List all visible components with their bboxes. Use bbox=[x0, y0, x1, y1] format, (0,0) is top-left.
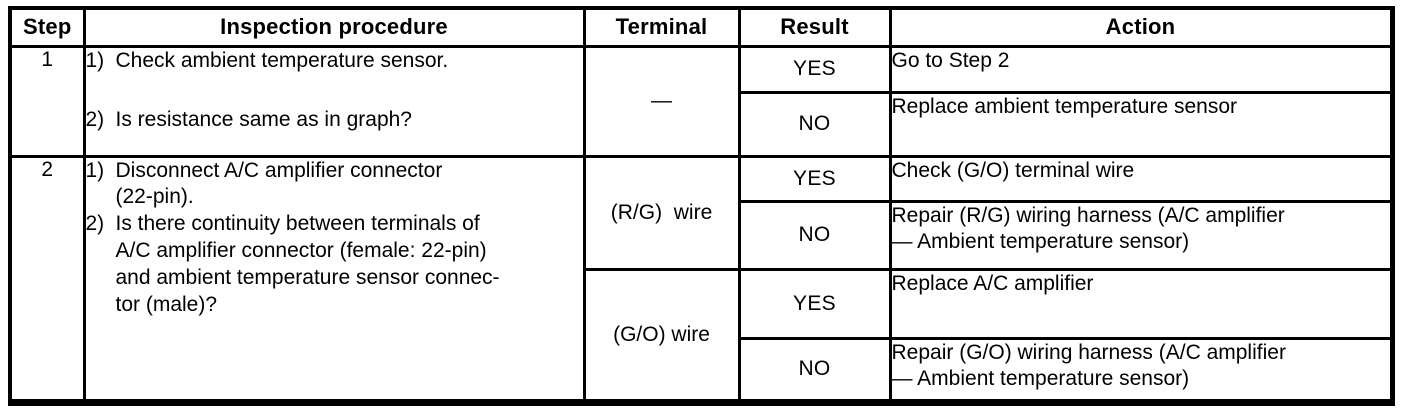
terminal-cell: (G/O) wire bbox=[582, 267, 741, 404]
result-cell: NO bbox=[737, 90, 892, 158]
procedure-item: 1) Check ambient temperature sensor. bbox=[85, 48, 581, 74]
inspection-procedure-cell: 1) Disconnect A/C amplifier connector (2… bbox=[82, 154, 586, 404]
procedure-item-marker: 2) bbox=[85, 212, 105, 236]
step-number-cell: 2 bbox=[8, 154, 86, 404]
result-cell: NO bbox=[737, 336, 892, 404]
step-number-cell: 1 bbox=[8, 44, 86, 158]
action-cell: Go to Step 2 bbox=[888, 44, 1394, 94]
terminal-cell: (R/G) wire bbox=[582, 154, 741, 271]
table-row: 1 1) Check ambient temperature sensor. 2… bbox=[8, 44, 1394, 158]
action-cell: Check (G/O) terminal wire bbox=[888, 154, 1394, 203]
procedure-item-text: Is resistance same as in graph? bbox=[115, 108, 412, 132]
action-cell: Repair (R/G) wiring harness (A/C amplifi… bbox=[888, 199, 1394, 271]
result-cell: NO bbox=[737, 199, 892, 271]
header-inspection-procedure: Inspection procedure bbox=[82, 6, 586, 48]
action-cell: Replace ambient temperature sensor bbox=[888, 90, 1394, 158]
table-row: NO Replace ambient temperature sensor bbox=[10, 90, 1394, 158]
result-cell: YES bbox=[737, 154, 892, 203]
procedure-item-text: Is there continuity between terminals of… bbox=[115, 212, 500, 316]
inspection-procedure-cell: 1) Check ambient temperature sensor. 2) … bbox=[82, 44, 586, 158]
header-terminal: Terminal bbox=[582, 6, 741, 48]
result-cell: YES bbox=[737, 267, 892, 340]
procedure-item-text: Check ambient temperature sensor. bbox=[115, 48, 449, 72]
table-row: (G/O) wire YES Replace A/C amplifier bbox=[10, 267, 1394, 404]
table-row: 2 1) Disconnect A/C amplifier connector … bbox=[8, 154, 1394, 404]
procedure-item: 2) Is there continuity between terminals… bbox=[85, 211, 581, 319]
header-row: Step Inspection procedure Terminal Resul… bbox=[8, 6, 1394, 48]
table-row: NO Repair (R/G) wiring harness (A/C ampl… bbox=[10, 199, 1394, 271]
procedure-item: 2) Is resistance same as in graph? bbox=[85, 107, 581, 134]
header-step: Step bbox=[8, 6, 86, 48]
action-cell: Replace A/C amplifier bbox=[888, 267, 1394, 340]
procedure-item: 1) Disconnect A/C amplifier connector (2… bbox=[85, 158, 581, 211]
table-row: NO Repair (G/O) wiring harness (A/C ampl… bbox=[10, 336, 1394, 404]
procedure-item-text: Disconnect A/C amplifier connector (22-p… bbox=[115, 158, 443, 209]
procedure-item-marker: 1) bbox=[85, 158, 105, 182]
header-action: Action bbox=[888, 6, 1394, 48]
header-result: Result bbox=[737, 6, 892, 48]
result-cell: YES bbox=[737, 44, 892, 94]
procedure-item-marker: 1) bbox=[85, 48, 105, 72]
action-cell: Repair (G/O) wiring harness (A/C amplifi… bbox=[888, 336, 1394, 404]
terminal-cell: — bbox=[582, 44, 741, 158]
procedure-item-marker: 2) bbox=[85, 108, 105, 132]
troubleshooting-table: Step Inspection procedure Terminal Resul… bbox=[8, 6, 1395, 406]
